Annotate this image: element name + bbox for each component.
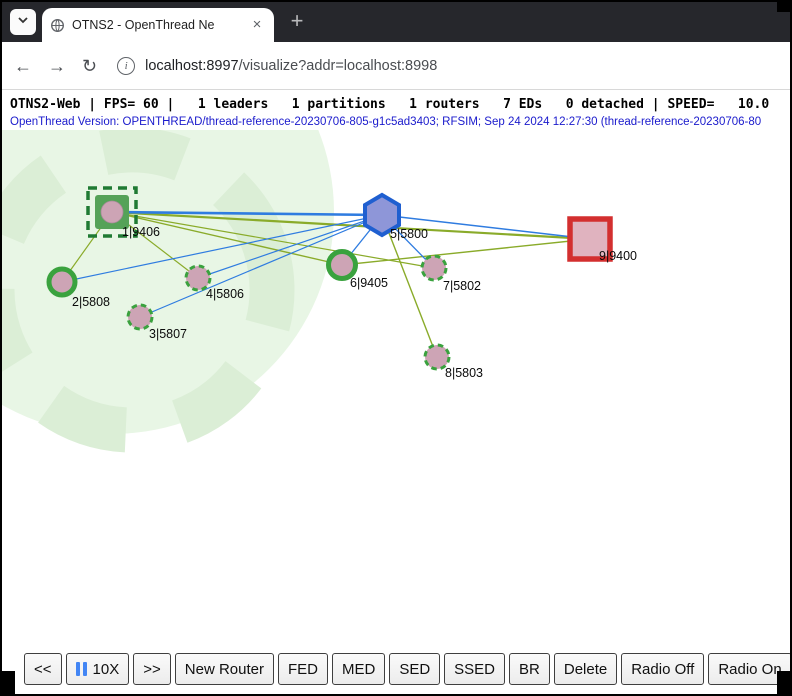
edge-6-9	[341, 238, 591, 266]
node-4-label: 4|5806	[206, 287, 244, 301]
edge-5-3	[139, 214, 383, 318]
edge-5-9	[381, 214, 591, 240]
delete-button[interactable]: Delete	[553, 653, 618, 685]
node-6[interactable]	[326, 249, 358, 281]
tab-search-button[interactable]	[10, 9, 36, 35]
speed-button[interactable]: 10X	[65, 653, 130, 685]
url-path: /visualize?addr=localhost:8998	[238, 57, 438, 74]
page-content: OTNS2-Web | FPS= 60 | 1 leaders 1 partit…	[2, 97, 790, 642]
tab-title: OTNS2 - OpenThread Ne	[72, 18, 215, 32]
new-tab-button[interactable]: +	[290, 8, 304, 33]
tab-close-icon[interactable]: ×	[252, 16, 262, 33]
node-5[interactable]	[363, 192, 401, 238]
simulator-status-line: OTNS2-Web | FPS= 60 | 1 leaders 1 partit…	[10, 97, 770, 112]
url-host: localhost:8997	[145, 57, 239, 74]
address-bar: ← → ↻ i localhost:8997/visualize?addr=lo…	[2, 42, 790, 90]
edge-8-5	[381, 214, 438, 358]
node-6-label: 6|9405	[350, 276, 388, 290]
node-2-label: 2|5808	[72, 295, 110, 309]
node-8[interactable]	[423, 343, 451, 371]
url-bar[interactable]: localhost:8997/visualize?addr=localhost:…	[145, 58, 437, 74]
node-7[interactable]	[420, 254, 448, 282]
node-7-label: 7|5802	[443, 279, 481, 293]
site-info-icon[interactable]: i	[117, 56, 136, 75]
tab-strip: OTNS2 - OpenThread Ne × +	[2, 2, 790, 42]
pause-icon	[75, 662, 87, 676]
new-router-button[interactable]: New Router	[174, 653, 274, 685]
edge-1-5	[111, 210, 383, 217]
node-9[interactable]	[567, 216, 613, 262]
ssed-button[interactable]: SSED	[444, 653, 506, 685]
radio-off-button[interactable]: Radio Off	[621, 653, 705, 685]
window-corner-bottom-right	[777, 671, 790, 694]
window-corner-bottom-left	[2, 671, 15, 694]
reload-icon[interactable]: ↻	[82, 55, 98, 76]
speed-label: 10X	[92, 660, 120, 678]
node-3-label: 3|5807	[149, 327, 187, 341]
node-4[interactable]	[184, 264, 212, 292]
node-1[interactable]	[86, 186, 138, 238]
node-2[interactable]	[46, 266, 78, 298]
back-icon[interactable]: ←	[14, 55, 32, 76]
edge-5-4	[197, 214, 383, 279]
edge-1-7	[111, 211, 435, 269]
browser-tab[interactable]: OTNS2 - OpenThread Ne ×	[42, 8, 274, 42]
speed-up-button[interactable]: >>	[133, 653, 171, 685]
sed-button[interactable]: SED	[389, 653, 441, 685]
node-3[interactable]	[126, 303, 154, 331]
node-9-label: 9|9400	[599, 249, 637, 263]
node-1-label: 1|9406	[122, 225, 160, 239]
med-button[interactable]: MED	[331, 653, 386, 685]
edge-1-6	[111, 211, 343, 266]
edge-5-2	[61, 214, 383, 283]
node-5-label: 5|5800	[390, 227, 428, 241]
forward-icon[interactable]: →	[48, 55, 66, 76]
speed-down-button[interactable]: <<	[24, 653, 62, 685]
network-canvas[interactable]: 1|9406 2|5808 3|5807 4|5806 5|5800 6|940…	[2, 130, 792, 642]
simulator-toolbar: << 10X >> New Router FED MED SED SSED BR…	[2, 652, 790, 686]
radio-on-button[interactable]: Radio On	[708, 653, 790, 685]
chevron-down-icon	[17, 13, 29, 31]
window-corner-top-right	[777, 2, 790, 12]
fed-button[interactable]: FED	[277, 653, 328, 685]
openthread-version-link[interactable]: OpenThread Version: OPENTHREAD/thread-re…	[10, 116, 762, 128]
node-8-label: 8|5803	[445, 366, 483, 380]
globe-favicon-icon	[50, 17, 66, 33]
br-button[interactable]: BR	[509, 653, 550, 685]
